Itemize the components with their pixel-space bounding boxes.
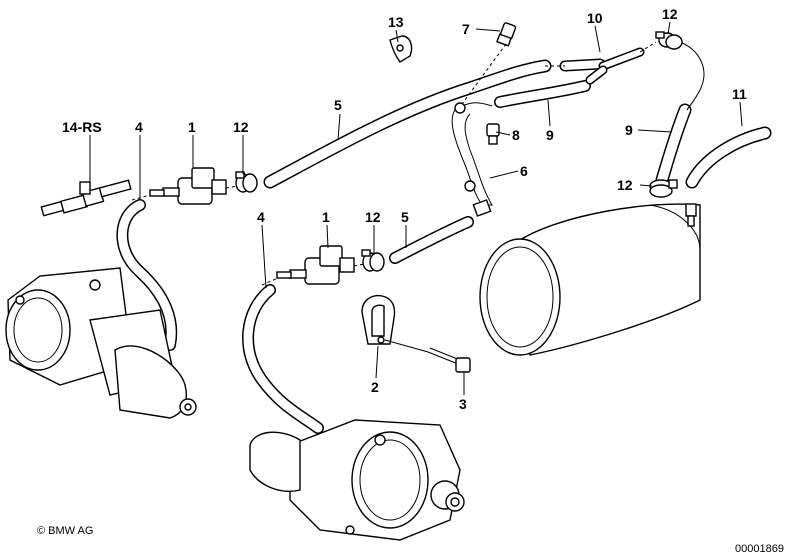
label-8: 8 (512, 127, 520, 143)
clamp-12-left (235, 171, 258, 193)
label-14-rs: 14-RS (62, 119, 102, 135)
filter-canister (479, 203, 701, 356)
hose-5-top (263, 59, 552, 189)
label-13: 13 (388, 14, 404, 30)
valve-1-left (149, 167, 227, 205)
label-1-left: 1 (188, 119, 196, 135)
leader-lines (89, 21, 743, 395)
throttle-body-bottom (249, 419, 465, 541)
clip-2 (361, 294, 396, 345)
label-1-mid: 1 (322, 209, 330, 225)
label-4-left: 4 (135, 119, 143, 135)
label-2: 2 (371, 379, 379, 395)
copyright-text: © BMW AG (37, 525, 93, 537)
screw-3 (427, 347, 471, 373)
bolt-8 (486, 123, 500, 145)
hose-4-mid (242, 284, 324, 434)
throttle-body-left (5, 267, 197, 419)
hose-4-left (116, 199, 178, 351)
diagram-number: 00001869 (735, 543, 784, 555)
label-12-mid: 12 (365, 209, 381, 225)
valve-1-mid (276, 245, 355, 285)
label-5-top: 5 (334, 97, 342, 113)
label-7: 7 (462, 21, 470, 37)
clamp-12-mid (361, 249, 385, 272)
pipe-6 (451, 102, 493, 217)
hose-10 (559, 47, 645, 85)
label-12-right: 12 (617, 177, 633, 193)
label-11: 11 (732, 86, 747, 102)
clamp-12-right (649, 179, 678, 198)
label-9-mid: 9 (546, 127, 554, 143)
label-9-right: 9 (625, 122, 633, 138)
tee-14-rs (40, 179, 132, 217)
hose-11 (685, 126, 772, 189)
label-3: 3 (459, 396, 467, 412)
hose-9-mid (494, 80, 591, 108)
bolt-7 (496, 22, 517, 47)
label-4-mid: 4 (257, 209, 265, 225)
label-6: 6 (520, 163, 528, 179)
label-10: 10 (587, 10, 603, 26)
label-12-left: 12 (233, 119, 249, 135)
hose-5-mid (389, 216, 474, 264)
hose-9-right (655, 103, 692, 187)
clip-13 (389, 35, 413, 63)
label-12-top: 12 (662, 6, 678, 22)
clamp-12-top (655, 31, 683, 50)
label-5-mid: 5 (401, 209, 409, 225)
vent-line (679, 41, 705, 111)
